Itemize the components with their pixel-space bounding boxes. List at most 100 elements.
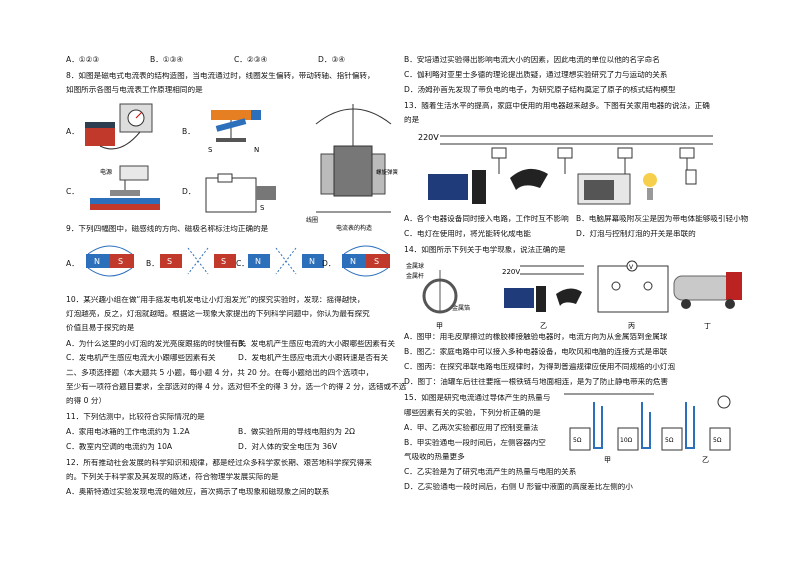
q15-stem-line2: 哪些因素有关的实验，下列分析正确的是 bbox=[404, 409, 541, 417]
q15-option-c[interactable]: C．乙实验是为了研究电流产生的热量与电阻的关系 bbox=[404, 468, 577, 476]
q11-option-a[interactable]: A．家用电冰箱的工作电流约为 1.2A bbox=[66, 428, 190, 436]
q14-figure: 金属球 金属杆 金属箔 甲 220V 乙 V 丙 丁 bbox=[406, 260, 742, 330]
q8-label-d[interactable]: D． bbox=[182, 187, 196, 196]
q13-options-ab: A．各个电器设备同时接入电路，工作时互不影响 B．电脑屏幕吸附灰尘是因为带电体能够… bbox=[404, 215, 748, 223]
q10-option-d[interactable]: D．发电机产生感应电流大小跟转速是否有关 bbox=[238, 354, 389, 362]
svg-text:N: N bbox=[309, 257, 315, 266]
q7-options: A．①②③ B．①③④ C．②③④ D．③④ bbox=[66, 56, 402, 64]
q14-foil-label: 金属箔 bbox=[452, 304, 470, 312]
q15-option-b[interactable]: B．甲实验通电一段时间后，左侧容器内空 bbox=[404, 439, 546, 447]
q8-fig-a bbox=[85, 103, 153, 150]
q11-stem: 11．下列估测中，比较符合实际情况的是 bbox=[66, 413, 205, 421]
q10-options-cd: C．发电机产生感应电流大小跟哪些因素有关 D．发电机产生感应电流大小跟转速是否有关 bbox=[66, 354, 410, 362]
q9-label-a[interactable]: A． bbox=[66, 259, 79, 268]
q13-stem-line2: 的是 bbox=[404, 116, 420, 124]
q13-option-c[interactable]: C．电灯在使用时，将光能转化成电能 bbox=[404, 230, 531, 238]
q13-figure: 220V bbox=[418, 133, 713, 205]
q11-option-d[interactable]: D．对人体的安全电压为 36V bbox=[238, 443, 338, 451]
q15-option-d[interactable]: D．乙实验通电一段时间后，右侧 U 形管中液面的高度差比左侧的小 bbox=[404, 483, 633, 491]
section2-line2: 至少有一项符合题目要求，全部选对的得 4 分，选对但不全的得 3 分，选一个的得… bbox=[66, 383, 407, 391]
q14-label-bing: 丙 bbox=[628, 322, 635, 330]
svg-text:S: S bbox=[374, 257, 379, 266]
q15-option-b-cont: 气吸收的热量更多 bbox=[404, 453, 465, 461]
q14-label-ding: 丁 bbox=[704, 322, 711, 330]
q10-options-ab: A．为什么这里的小灯泡的发光亮度跟摇的时快慢有关B．发电机产生感应电流的大小跟哪… bbox=[66, 340, 410, 348]
q12-stem-line2: 的。下列关于科学家及其发现的陈述，符合物理学发展实际的是 bbox=[66, 473, 279, 481]
q10-stem-line1: 10．某兴趣小组在做“用手摇发电机发电让小灯泡发光”的探究实验时，发现：摇得越快… bbox=[66, 296, 365, 304]
q12-option-d[interactable]: D．汤姆孙首先发现了带负电的电子，为研究原子结构奠定了原子的核式结构模型 bbox=[404, 86, 676, 94]
q15-figure: 5Ω 10Ω 甲 5Ω 5Ω 乙 bbox=[564, 393, 731, 464]
q15-option-a[interactable]: A．甲、乙两次实验都应用了控制变量法 bbox=[404, 424, 539, 432]
q11-options-ab: A．家用电冰箱的工作电流约为 1.2A B．做实验所用的导线电阻约为 2Ω bbox=[66, 428, 410, 436]
q15-res-5-a: 5Ω bbox=[573, 437, 582, 444]
svg-text:V: V bbox=[629, 264, 634, 271]
q14-voltage-label: 220V bbox=[502, 268, 520, 276]
q8-spring-label: 螺旋弹簧 bbox=[376, 168, 399, 176]
q13-voltage-label: 220V bbox=[418, 133, 439, 142]
q8-label-c[interactable]: C． bbox=[66, 187, 79, 196]
q13-option-a[interactable]: A．各个电器设备同时接入电路，工作时互不影响 bbox=[404, 215, 569, 223]
q15-res-5-b: 5Ω bbox=[665, 437, 674, 444]
q8-label-b[interactable]: B． bbox=[182, 127, 195, 136]
q10-option-a[interactable]: A．为什么这里的小灯泡的发光亮度跟摇的时快慢有关 bbox=[66, 340, 246, 348]
q9-label-d[interactable]: D． bbox=[322, 259, 336, 268]
svg-text:N: N bbox=[255, 257, 261, 266]
q9-label-c[interactable]: C． bbox=[236, 259, 249, 268]
svg-text:S: S bbox=[208, 146, 213, 154]
q7-option-b[interactable]: B．①③④ bbox=[150, 56, 184, 64]
q8-meter-caption: 电流表的构造 bbox=[336, 224, 372, 232]
q15-label-jia: 甲 bbox=[604, 456, 611, 464]
q8-fig-d: S bbox=[205, 173, 276, 213]
q14-label-yi: 乙 bbox=[540, 322, 547, 330]
svg-text:S: S bbox=[118, 257, 123, 266]
q9-stem: 9．下列四幅图中，磁感线的方向、磁极名称标注均正确的是 bbox=[66, 225, 269, 233]
q15-stem-line1: 15．如图是研究电流通过导体产生的热量与 bbox=[404, 394, 551, 402]
q11-option-c[interactable]: C．教室内空调的电流约为 10A bbox=[66, 443, 173, 451]
q7-option-c[interactable]: C．②③④ bbox=[234, 56, 268, 64]
q12-option-a[interactable]: A．奥斯特通过实验发现电流的磁效应，首次揭示了电现象和磁现象之间的联系 bbox=[66, 488, 330, 496]
q14-option-c[interactable]: C．图丙：在探究串联电路电压规律时，为得到普遍规律应使用不同规格的小灯泡 bbox=[404, 363, 676, 371]
svg-text:N: N bbox=[94, 257, 100, 266]
q8-power-label: 电源 bbox=[100, 168, 112, 176]
svg-text:S: S bbox=[221, 257, 226, 266]
section2-line3: 的得 0 分） bbox=[66, 397, 107, 405]
q14-option-a[interactable]: A．图甲：用毛皮摩擦过的橡胶棒接触验电器时，电流方向为从金属箔到金属球 bbox=[404, 333, 668, 341]
q14-option-d[interactable]: D．图丁：油罐车后往往要拖一根铁链与地面相连，是为了防止静电带来的危害 bbox=[404, 378, 669, 386]
q8-fig-c: 电源 bbox=[90, 165, 160, 210]
q8-coil-label: 线圈 bbox=[306, 216, 318, 224]
q15-res-10-a: 10Ω bbox=[620, 437, 633, 444]
q13-option-d[interactable]: D．灯泡与控制灯泡的开关是串联的 bbox=[576, 230, 696, 238]
q13-stem-line1: 13．随着生活水平的提高，家庭中使用的用电器越来越多。下图有关家用电器的说法，正… bbox=[404, 102, 710, 110]
q12-stem-line1: 12．所有推动社会发展的科学知识和规律，都是经过众多科学家长期、艰苦地科学探究得… bbox=[66, 459, 372, 467]
q13-option-b[interactable]: B．电脑屏幕吸附灰尘是因为带电体能够吸引轻小物体 bbox=[576, 215, 748, 223]
q7-option-d[interactable]: D．③④ bbox=[318, 56, 346, 64]
svg-text:N: N bbox=[350, 257, 356, 266]
q12-option-b[interactable]: B．安培通过实验得出影响电流大小的因素，因此电流的单位以他的名字命名 bbox=[404, 56, 660, 64]
q8-stem-line2: 如图所示各图与电流表工作原理相同的是 bbox=[66, 86, 203, 94]
q14-stem: 14．如图所示下列关于电学现象，说法正确的是 bbox=[404, 246, 566, 254]
q14-label-jia: 甲 bbox=[436, 322, 443, 330]
q11-option-b[interactable]: B．做实验所用的导线电阻约为 2Ω bbox=[238, 428, 355, 436]
q7-option-a[interactable]: A．①②③ bbox=[66, 56, 100, 64]
q8-label-a[interactable]: A． bbox=[66, 127, 79, 136]
q10-option-c[interactable]: C．发电机产生感应电流大小跟哪些因素有关 bbox=[66, 354, 216, 362]
q15-label-yi: 乙 bbox=[702, 456, 709, 464]
svg-text:S: S bbox=[167, 257, 172, 266]
q14-ball-label: 金属球 bbox=[406, 262, 424, 270]
q12-option-c[interactable]: C．伽利略对亚里士多德的理论提出质疑，通过理想实验研究了力与运动的关系 bbox=[404, 71, 668, 79]
q9-label-b[interactable]: B． bbox=[146, 259, 159, 268]
q8-stem-line1: 8．如图是磁电式电流表的结构造图，当电流通过时，线圈发生偏转，带动转轴、指针偏转… bbox=[66, 72, 375, 80]
q10-option-b[interactable]: B．发电机产生感应电流的大小跟哪些因素有关 bbox=[238, 340, 396, 348]
section2-line1: 二、多项选择题（本大题共 5 小题，每小题 4 分，共 20 分。在每小题给出的… bbox=[66, 369, 374, 377]
q14-option-b[interactable]: B．图乙：家庭电路中可以接入多种电器设备，电吹风和电脑的连接方式是串联 bbox=[404, 348, 668, 356]
q11-options-cd: C．教室内空调的电流约为 10A D．对人体的安全电压为 36V bbox=[66, 443, 410, 451]
q15-res-5-c: 5Ω bbox=[713, 437, 722, 444]
q10-stem-line3: 价值且易于探究的是 bbox=[66, 324, 135, 332]
q10-stem-line2: 灯泡越亮，反之，灯泡就越暗。根据这一现象大家提出的下列科学问题中，你认为最有探究 bbox=[66, 310, 370, 318]
